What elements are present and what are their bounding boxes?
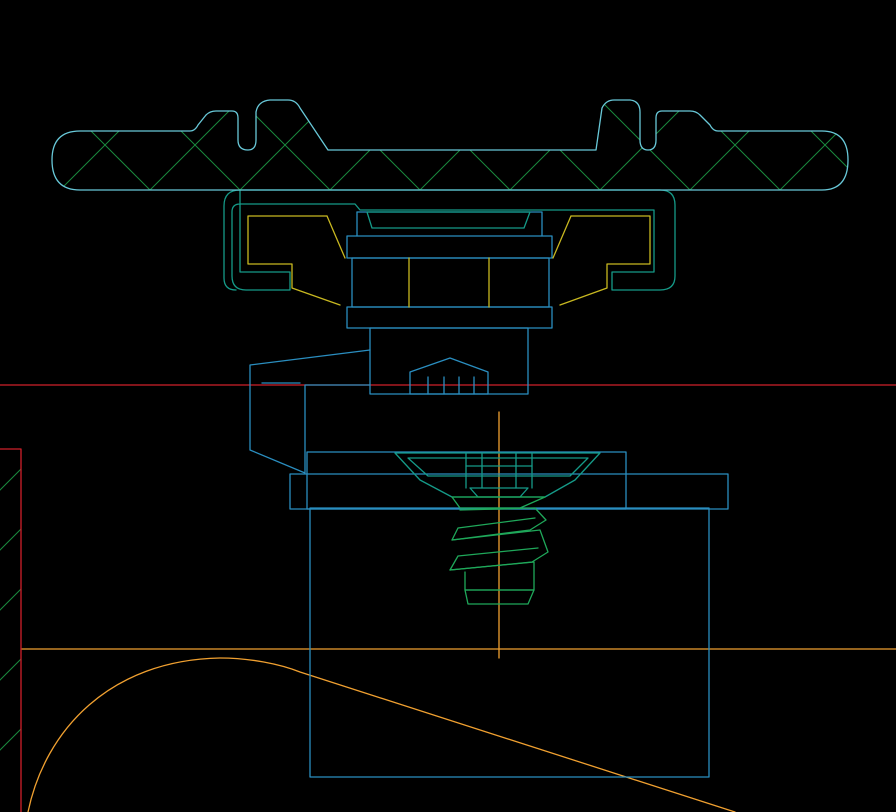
knob-hatching [52, 90, 896, 200]
knob-hatch-line [860, 90, 896, 200]
retainer-clip [247, 215, 651, 306]
gasket-ring [223, 189, 676, 291]
wall-section [0, 448, 22, 812]
collar-stack [346, 211, 553, 395]
mounting-flange [289, 451, 729, 510]
knob-outline [51, 99, 849, 191]
threaded-screw [394, 452, 601, 605]
curved-edge [27, 657, 736, 812]
release-latch [249, 349, 371, 474]
reference-lines [0, 384, 896, 659]
knob-handle [51, 90, 896, 200]
base-housing [309, 507, 710, 778]
wall-hatching [0, 468, 21, 751]
wall-outline [0, 448, 22, 812]
knob-hatch-line [860, 90, 896, 200]
